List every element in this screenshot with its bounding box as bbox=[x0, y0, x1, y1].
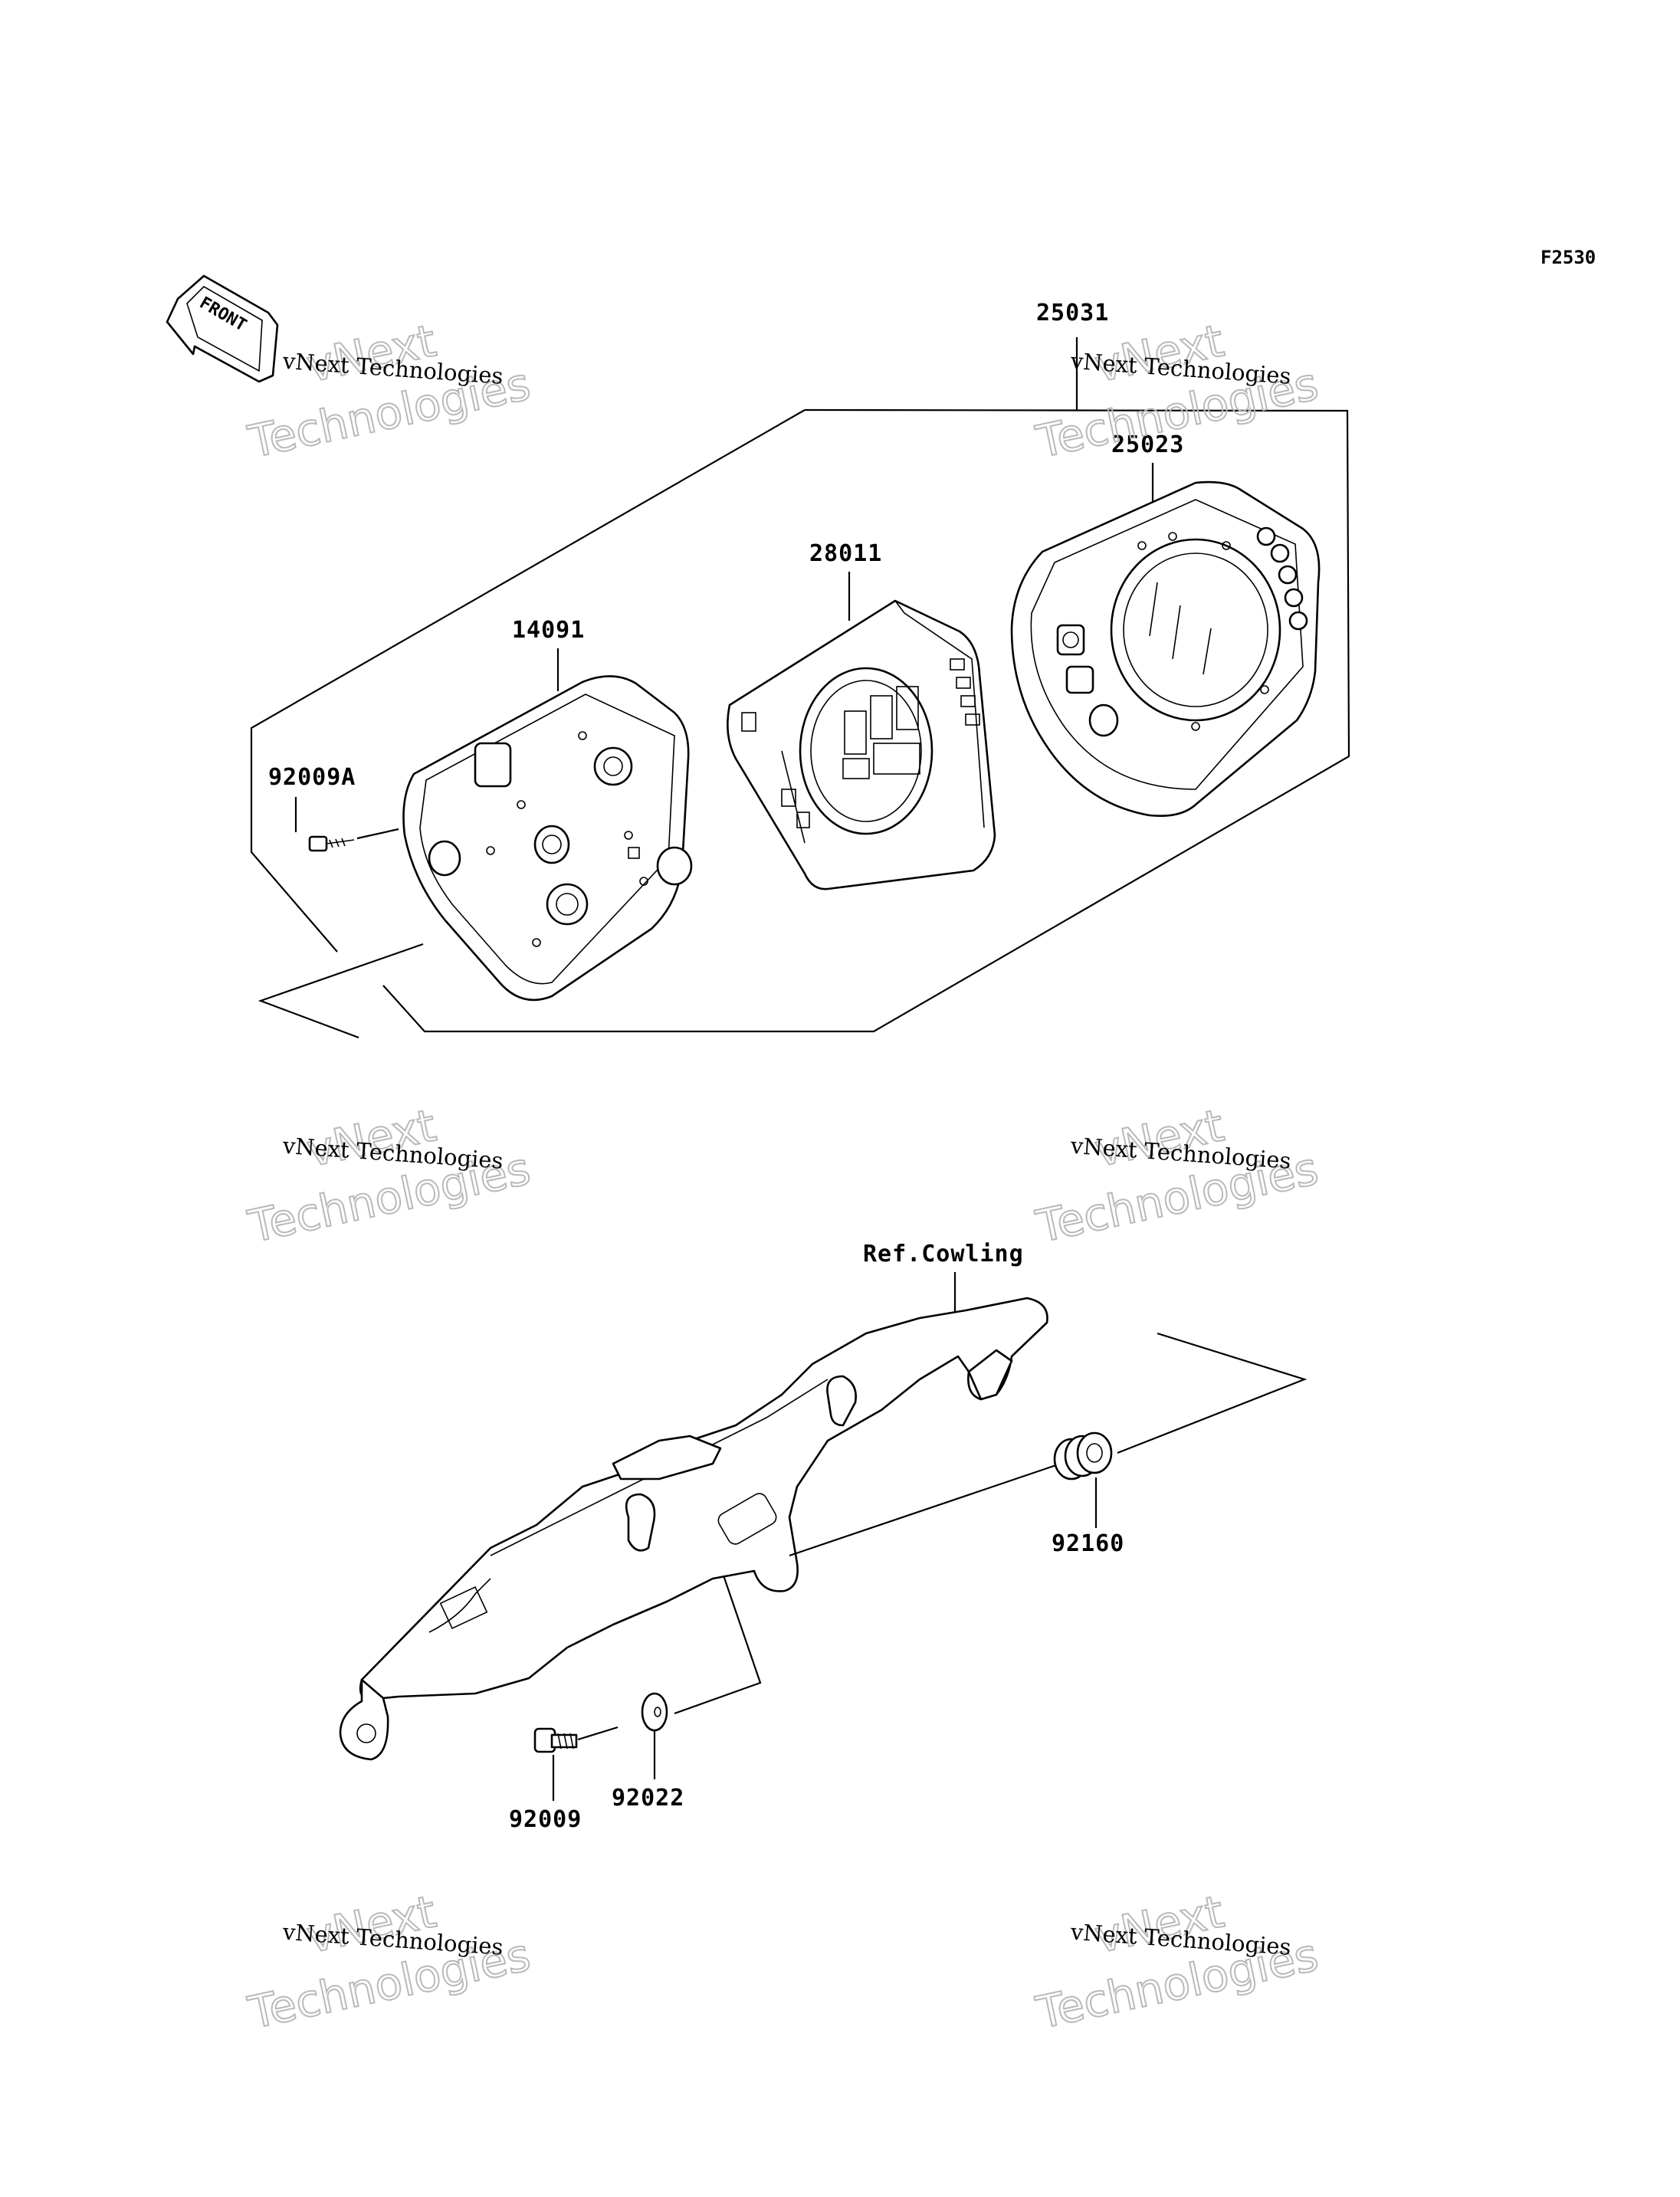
part-label-92009: 92009 bbox=[509, 1806, 582, 1833]
watermark-mid-left: vNext Technologies vNext Technologies bbox=[243, 1098, 536, 1254]
part-label-25023: 25023 bbox=[1111, 431, 1184, 458]
part-label-ref-cowling: Ref.Cowling bbox=[863, 1241, 1024, 1267]
part-label-92160: 92160 bbox=[1052, 1530, 1124, 1557]
watermark-top-left: vNext Technologies vNext Technologies bbox=[243, 313, 536, 469]
meter-case-14091 bbox=[402, 675, 693, 1002]
washer-92022 bbox=[641, 1692, 668, 1732]
watermark-bottom-right: vNext Technologies vNext Technologies bbox=[1031, 1884, 1324, 2040]
part-label-92022: 92022 bbox=[612, 1785, 684, 1812]
part-label-28011: 28011 bbox=[809, 540, 882, 567]
meter-unit-28011 bbox=[727, 599, 996, 890]
screw-92009A bbox=[308, 828, 399, 852]
part-label-92009A: 92009A bbox=[268, 764, 356, 791]
figure-code: F2530 bbox=[1541, 247, 1596, 268]
meter-bracket-assembly: Ref.Cowling 92160 bbox=[339, 1241, 1308, 1833]
watermark-mid-right: vNext Technologies vNext Technologies bbox=[1031, 1098, 1324, 1254]
part-label-14091: 14091 bbox=[512, 617, 585, 644]
watermark-bottom-left: vNext Technologies vNext Technologies bbox=[243, 1884, 536, 2040]
assembly-outline bbox=[382, 408, 1350, 1033]
meter-assembly: 25031 25023 28011 bbox=[250, 300, 1350, 1039]
front-arrow-icon: FRONT bbox=[166, 274, 279, 383]
part-label-25031: 25031 bbox=[1036, 300, 1109, 326]
meter-cover-25023 bbox=[1010, 480, 1321, 817]
screw-92009 bbox=[533, 1726, 619, 1753]
grommet-92160 bbox=[1053, 1431, 1113, 1481]
